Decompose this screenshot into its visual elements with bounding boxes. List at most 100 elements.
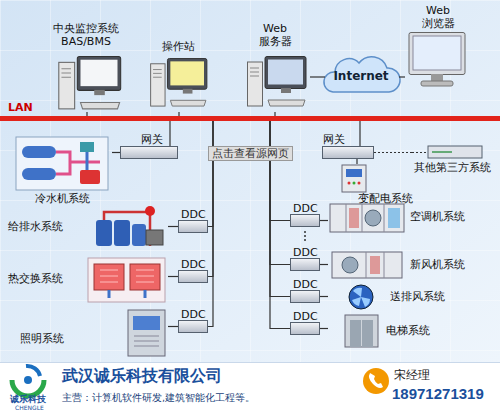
ellipsis-dots: [304, 231, 306, 241]
computers: [409, 33, 465, 87]
node-label: 空调机系统: [410, 210, 465, 223]
connector: [356, 159, 357, 164]
ellipsis-dots: [304, 231, 306, 233]
node-label: 网关: [323, 133, 345, 146]
fresh-air-picture: [366, 252, 384, 278]
internet-cloud: [324, 57, 400, 92]
node-label: 网关: [141, 133, 163, 146]
system-node: 送排风系统: [328, 284, 474, 310]
connector: [270, 121, 290, 221]
system-node: 冷水机系统: [14, 136, 112, 206]
node-label: Web 浏览器: [417, 4, 459, 30]
fan-picture: [349, 285, 373, 309]
ahu-picture: [349, 208, 359, 228]
heat-exchange-picture: [130, 264, 160, 290]
connector: [168, 326, 178, 327]
phone-icon: [363, 368, 389, 394]
ahu-picture: [388, 208, 400, 228]
system-node: 空调机系统: [328, 198, 474, 236]
fresh-air-picture: [332, 252, 402, 278]
company-name: 武汉诚乐科技有限公司: [62, 366, 222, 387]
third-party-device: [432, 151, 452, 153]
watermark-button: 点击查看源网页: [208, 146, 293, 161]
heat-exchange-picture: [94, 264, 124, 290]
contact-name: 宋经理: [394, 367, 430, 384]
connector: [399, 76, 405, 77]
lighting-cabinet: [128, 310, 165, 356]
phone-icon: [363, 368, 389, 394]
node-label: DDC: [181, 208, 206, 221]
power-cabinet: [358, 182, 361, 185]
connector: [112, 152, 120, 153]
computers: [248, 57, 307, 107]
connector: [208, 121, 213, 227]
heat-exchange-picture: [88, 258, 165, 302]
system-node: 新风机系统: [328, 248, 474, 282]
node-label: DDC: [293, 202, 318, 215]
power-cabinet: [342, 165, 366, 192]
ahu-picture: [330, 204, 404, 232]
node-label: 变配电系统: [358, 192, 413, 205]
node-label: DDC: [181, 258, 206, 271]
connector: [270, 121, 290, 265]
company-logo: [26, 366, 40, 376]
water-picture: [104, 212, 150, 246]
heat-exchange-picture: [88, 258, 165, 302]
water-picture: [145, 206, 155, 216]
water-picture: [96, 206, 163, 246]
computers: [151, 58, 207, 106]
ellipsis-dots: [304, 235, 306, 237]
connector: [320, 296, 328, 297]
ahu-picture: [346, 204, 384, 232]
power-cabinet: [342, 165, 366, 192]
ddc-box: DDC: [178, 320, 208, 333]
ahu-picture: [330, 204, 404, 232]
system-node: 变配电系统: [340, 164, 418, 206]
phone-number: 18971271319: [392, 385, 484, 402]
connector: [320, 328, 328, 329]
internet-cloud: [324, 57, 400, 92]
system-node: 电梯系统: [328, 314, 474, 348]
node-label: 新风机系统: [410, 258, 465, 271]
node-label: LAN: [8, 101, 33, 114]
chiller-picture: [16, 137, 108, 190]
computer-node: Web 浏览器: [405, 2, 470, 92]
background: [0, 362, 500, 414]
background: [0, 0, 500, 362]
third-party-device: [428, 146, 482, 158]
connector: [320, 264, 328, 265]
system-node: 其他第三方系统: [412, 146, 496, 176]
background: [0, 362, 500, 363]
ellipsis-dots: [304, 239, 306, 241]
node-label: 送排风系统: [390, 290, 445, 303]
heat-exchange-picture: [100, 270, 154, 282]
lighting-cabinet: [133, 316, 160, 330]
fan-picture: [352, 288, 370, 307]
company-logo: [12, 366, 44, 396]
background: [0, 0, 500, 362]
water-picture: [96, 220, 112, 246]
ddc-box: DDC: [290, 290, 320, 303]
water-picture: [132, 224, 146, 246]
power-cabinet: [346, 169, 362, 177]
third-party-device: [412, 152, 428, 153]
ddc-box: DDC: [178, 220, 208, 233]
business-note: 主营：计算机软件研发,建筑智能化工程等。: [62, 392, 255, 405]
connector: [359, 121, 360, 146]
gateway-box: 网关: [322, 146, 374, 159]
fresh-air-picture: [332, 252, 402, 278]
ddc-box: DDC: [290, 258, 320, 271]
chiller-picture: [22, 146, 56, 158]
lan-bus: LAN: [0, 116, 500, 121]
ddc-box: DDC: [290, 214, 320, 227]
computer-node: 中央监控系统 BAS/BMS: [40, 20, 134, 112]
phone-icon: [369, 373, 383, 388]
computer-node: Web 服务器: [240, 20, 310, 112]
connector: [208, 121, 213, 277]
company-logo: [24, 376, 32, 384]
power-cabinet: [348, 182, 351, 185]
heat-exchange-picture: [109, 290, 145, 298]
node-label: 给排水系统: [8, 220, 63, 233]
